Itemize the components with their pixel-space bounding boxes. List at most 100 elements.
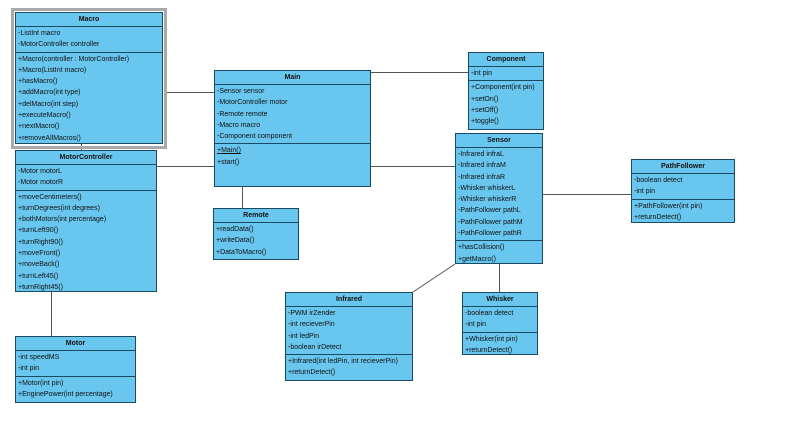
class-whisker[interactable]: Whisker -boolean detect -int pin +Whiske… <box>462 292 538 355</box>
method-row: +toggle() <box>471 118 499 126</box>
class-sensor-name: Sensor <box>456 134 542 148</box>
class-motor[interactable]: Motor -int speedMS -int pin +Motor(int p… <box>15 336 136 403</box>
class-component-name: Component <box>469 53 543 67</box>
attribute-row: -Infrared infraL <box>458 151 504 158</box>
class-infrared-name: Infrared <box>286 293 412 307</box>
method-row: +turnRight90() <box>18 238 63 246</box>
method-row: +moveCentimeters() <box>18 193 82 201</box>
class-macro-name: Macro <box>16 13 162 27</box>
method-row: +writeData() <box>216 237 255 245</box>
attribute-row: -Motor motorL <box>18 168 62 175</box>
attribute-row: -Remote remote <box>217 110 268 118</box>
class-motorcontroller[interactable]: MotorController -Motor motorL -Motor mot… <box>15 150 157 292</box>
class-component[interactable]: Component -int pin +Component(int pin) +… <box>468 52 544 130</box>
selection-frame-macro[interactable] <box>11 8 167 149</box>
attribute-row: -Whisker whiskerL <box>458 184 516 192</box>
attribute-row: -int recieverPin <box>288 321 335 329</box>
method-row: +turnRight45() <box>18 283 63 291</box>
class-whisker-methods: +Whisker(int pin) +returnDetect() <box>463 333 537 354</box>
method-row: +bothMotors(int percentage) <box>18 216 107 224</box>
method-row: +Macro(controller : MotorController) <box>18 55 130 63</box>
method-row: +turnLeft90() <box>18 227 59 235</box>
attribute-row: -ListInt macro <box>18 30 61 37</box>
attribute-row: -int pin <box>465 321 487 329</box>
method-row: +hasMacro() <box>18 78 58 86</box>
class-motor-name: Motor <box>16 337 135 351</box>
class-infrared[interactable]: Infrared -PWM irZender -int recieverPin … <box>285 292 413 381</box>
method-row: +returnDetect() <box>465 346 513 354</box>
class-sensor-methods: +hasCollision() +getMacro() <box>456 241 542 263</box>
class-remote[interactable]: Remote +readData() +writeData() +DataToM… <box>213 208 299 260</box>
method-row: +returnDetect() <box>634 213 682 221</box>
class-motorcontroller-attributes: -Motor motorL -Motor motorR <box>16 165 156 191</box>
method-row: +addMacro(int type) <box>18 89 81 97</box>
class-motor-attributes: -int speedMS -int pin <box>16 351 135 377</box>
method-row: +Infrared(int ledPin, int recieverPin) <box>288 358 398 366</box>
method-row: +Component(int pin) <box>471 84 535 92</box>
method-row: +Motor(int pin) <box>18 379 64 387</box>
method-row: +nextMacro() <box>18 123 60 131</box>
attribute-row: -boolean detect <box>634 177 683 184</box>
method-row: +Macro(ListInt macro) <box>18 66 87 74</box>
attribute-row: -Infrared infraM <box>458 162 506 170</box>
attribute-row: -boolean irDetect <box>288 343 342 351</box>
method-row: +PathFollower(int pin) <box>634 202 703 210</box>
attribute-row: -MotorController motor <box>217 99 288 107</box>
attribute-row: -boolean detect <box>465 310 514 317</box>
class-whisker-attributes: -boolean detect -int pin <box>463 307 537 333</box>
method-row: +getMacro() <box>458 255 496 263</box>
class-pathfollower[interactable]: PathFollower -boolean detect -int pin +P… <box>631 159 735 223</box>
method-row: +setOff() <box>471 106 499 114</box>
class-macro-attributes: -ListInt macro -MotorController controll… <box>16 27 162 53</box>
attribute-row: -Whisker whiskerR <box>458 196 517 204</box>
class-pathfollower-attributes: -boolean detect -int pin <box>632 174 734 200</box>
method-row: +moveBack() <box>18 261 60 269</box>
class-sensor[interactable]: Sensor -Infrared infraL -Infrared infraM… <box>455 133 543 264</box>
attribute-row: -Component component <box>217 133 293 141</box>
class-macro[interactable]: Macro -ListInt macro -MotorController co… <box>15 12 163 144</box>
class-main-name: Main <box>215 71 370 85</box>
method-row: +removeAllMacros() <box>18 134 81 142</box>
method-row: +returnDetect() <box>288 369 336 377</box>
attribute-row: -Motor motorR <box>18 179 64 187</box>
connector-sensor-infrared[interactable] <box>412 263 456 293</box>
attribute-row: -int pin <box>634 188 656 196</box>
attribute-row: -int ledPin <box>288 332 320 340</box>
class-remote-name: Remote <box>214 209 298 223</box>
class-pathfollower-name: PathFollower <box>632 160 734 174</box>
class-macro-methods: +Macro(controller : MotorController) +Ma… <box>16 53 162 143</box>
attribute-row: -Infrared infraR <box>458 173 506 181</box>
method-row: +delMacro(int step) <box>18 100 79 108</box>
class-main[interactable]: Main -Sensor sensor -MotorController mot… <box>214 70 371 187</box>
attribute-row: -Macro macro <box>217 121 261 129</box>
method-row: +Main() <box>217 147 241 155</box>
method-row: +DataToMacro() <box>216 248 267 256</box>
class-infrared-attributes: -PWM irZender -int recieverPin -int ledP… <box>286 307 412 356</box>
method-row: +moveFront() <box>18 250 61 258</box>
method-row: +hasCollision() <box>458 244 505 252</box>
attribute-row: -PathFollower pathM <box>458 218 523 226</box>
attribute-row: -Sensor sensor <box>217 88 265 95</box>
method-row: +start() <box>217 158 240 166</box>
class-sensor-attributes: -Infrared infraL -Infrared infraM -Infra… <box>456 148 542 242</box>
attribute-row: -int pin <box>18 365 40 373</box>
method-row: +setOn() <box>471 95 499 103</box>
method-row: +turnDegrees(int degrees) <box>18 204 100 212</box>
class-pathfollower-methods: +PathFollower(int pin) +returnDetect() <box>632 200 734 222</box>
attribute-row: -int speedMS <box>18 354 60 361</box>
attribute-row: -int pin <box>471 70 493 77</box>
class-component-attributes: -int pin <box>469 67 543 82</box>
class-remote-methods: +readData() +writeData() +DataToMacro() <box>214 223 298 259</box>
attribute-row: -MotorController controller <box>18 41 100 49</box>
class-motor-methods: +Motor(int pin) +EnginePower(int percent… <box>16 377 135 402</box>
class-whisker-name: Whisker <box>463 293 537 307</box>
attribute-row: -PWM irZender <box>288 310 336 317</box>
class-motorcontroller-methods: +moveCentimeters() +turnDegrees(int degr… <box>16 191 156 291</box>
method-row: +executeMacro() <box>18 112 71 120</box>
attribute-row: -PathFollower pathR <box>458 230 522 238</box>
method-row: +Whisker(int pin) <box>465 335 518 343</box>
class-main-attributes: -Sensor sensor -MotorController motor -R… <box>215 85 370 145</box>
method-row: +turnLeft45() <box>18 272 59 280</box>
